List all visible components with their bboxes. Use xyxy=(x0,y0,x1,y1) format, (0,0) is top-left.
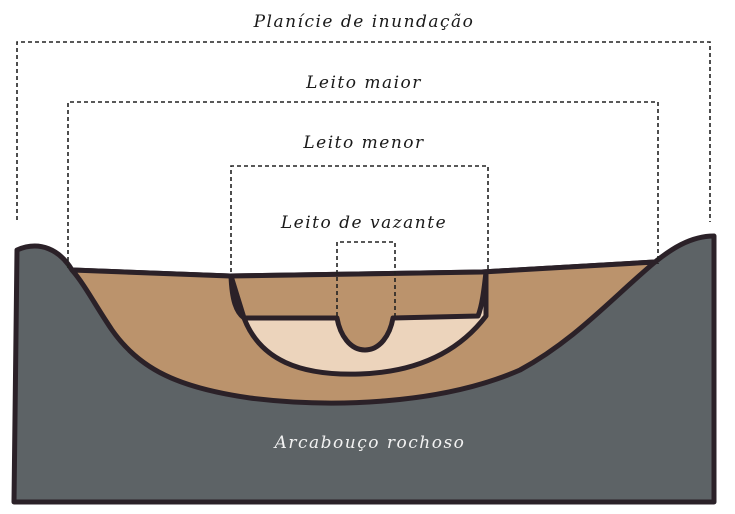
label-leito-menor: Leito menor xyxy=(302,133,424,153)
label-leito-maior: Leito maior xyxy=(305,73,422,93)
label-leito-de-vazante: Leito de vazante xyxy=(280,213,447,233)
label-planicie-de-inundacao: Planície de inundação xyxy=(253,12,475,32)
bracket-planicie xyxy=(17,42,710,222)
label-arcabouco-rochoso: Arcabouço rochoso xyxy=(273,433,466,453)
bracket-leito-maior xyxy=(68,102,658,268)
